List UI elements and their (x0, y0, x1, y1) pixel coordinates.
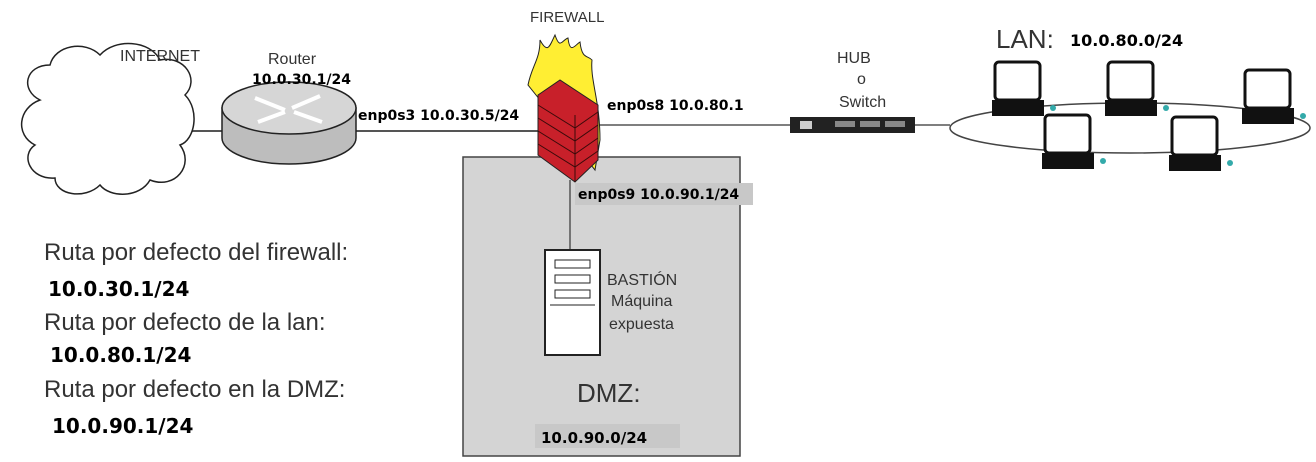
route-value-lan: 10.0.80.1/24 (50, 343, 191, 367)
firewall-icon (527, 33, 601, 183)
dmz-network: 10.0.90.0/24 (541, 429, 647, 447)
hub-label-3: Switch (839, 94, 886, 111)
bastion-line3: expuesta (609, 316, 674, 333)
firewall-enp0s9: enp0s9 10.0.90.1/24 (578, 187, 739, 203)
firewall-label: FIREWALL (530, 9, 604, 26)
route-value-firewall: 10.0.30.1/24 (48, 277, 189, 301)
lan-network: 10.0.80.0/24 (1070, 31, 1183, 50)
computer-icon (1242, 68, 1306, 124)
computer-icon (1042, 113, 1106, 169)
dmz-label: DMZ: (577, 378, 641, 408)
enp0s9-bg (575, 183, 753, 205)
computer-icon (1169, 115, 1233, 171)
internet-label: INTERNET (120, 48, 200, 65)
route-label-dmz: Ruta por defecto en la DMZ: (44, 376, 345, 403)
router-icon (221, 81, 357, 165)
hub-label-1: HUB (837, 50, 871, 67)
router-label: Router (268, 51, 317, 68)
route-label-firewall: Ruta por defecto del firewall: (44, 239, 348, 266)
hub-switch-icon (790, 117, 915, 133)
bastion-title: BASTIÓN (607, 270, 677, 289)
computer-icon (1105, 60, 1169, 116)
dmz-network-bg (535, 424, 680, 448)
internet-cloud-icon (20, 42, 195, 195)
dmz-zone (462, 156, 741, 457)
hub-label-2: o (857, 71, 866, 88)
firewall-enp0s8: enp0s8 10.0.80.1 (607, 98, 744, 114)
computer-icon (992, 60, 1056, 116)
firewall-enp0s3: enp0s3 10.0.30.5/24 (358, 108, 519, 124)
bastion-line2: Máquina (611, 293, 672, 310)
router-ip: 10.0.30.1/24 (252, 72, 351, 88)
route-value-dmz: 10.0.90.1/24 (52, 414, 193, 438)
lan-label: LAN: (996, 24, 1054, 54)
bastion-server-icon (544, 249, 601, 356)
route-label-lan: Ruta por defecto de la lan: (44, 309, 326, 336)
lan-computers (992, 60, 1306, 171)
